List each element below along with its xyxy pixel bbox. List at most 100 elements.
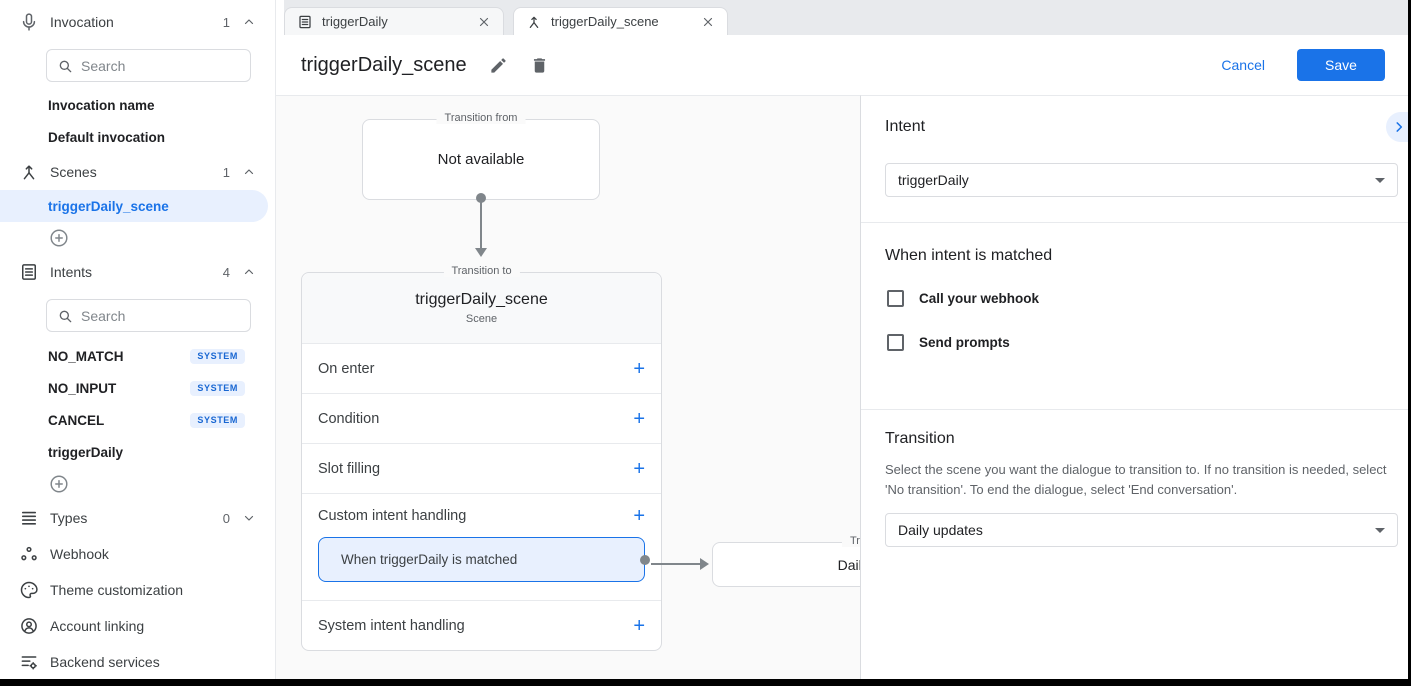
chevron-up-icon[interactable] [243,16,255,28]
sidebar-item-backend-services[interactable]: Backend services [0,648,275,676]
transition-to-legend: Transition to [443,265,520,277]
backend-services-icon [18,651,40,673]
window-edge-right [1408,0,1411,686]
collapse-panel-button[interactable] [1386,112,1411,142]
sidebar-item-no-match[interactable]: NO_MATCH SYSTEM [0,346,275,366]
intent-detail-panel: Intent triggerDaily When intent is match… [860,95,1408,679]
add-icon[interactable]: + [633,407,645,430]
add-intent-button[interactable] [48,473,70,495]
sidebar-item-default-invocation[interactable]: Default invocation [48,130,166,145]
chevron-down-icon[interactable] [243,512,255,524]
edit-icon[interactable] [489,56,508,75]
sidebar-item-invocation-name[interactable]: Invocation name [48,98,155,113]
sidebar-item-label: Account linking [50,618,145,634]
call-webhook-checkbox-row[interactable]: Call your webhook [887,290,1039,307]
sidebar-item-label: Backend services [50,654,160,670]
sidebar-item-label: Webhook [50,546,109,562]
sidebar-item-account-linking[interactable]: Account linking [0,612,275,640]
sidebar-item-theme-customization[interactable]: Theme customization [0,576,275,604]
chevron-right-icon [1395,122,1402,132]
window-edge-bottom [0,679,1411,686]
transition-help-text: Select the scene you want the dialogue t… [885,462,1387,498]
matched-intent-item[interactable]: When triggerDaily is matched [318,537,650,582]
types-icon [18,507,40,529]
system-badge: SYSTEM [190,348,245,364]
close-icon[interactable] [701,15,715,29]
tab-strip: triggerDaily triggerDaily_scene [284,0,1408,35]
sidebar-item-scenes[interactable]: Scenes 1 [0,158,275,186]
transition-select[interactable]: Daily updates [885,513,1398,547]
scene-icon [18,161,40,183]
sidebar-item-label: Theme customization [50,582,184,598]
delete-icon[interactable] [530,56,549,75]
scene-row-custom-intent-handling: Custom intent handling + When triggerDai… [302,493,661,600]
scene-card-header: triggerDaily_scene Scene [302,273,661,343]
add-icon[interactable]: + [633,504,645,527]
caret-down-icon [1375,527,1385,533]
search-input[interactable] [81,57,240,74]
intents-search [46,299,251,332]
sidebar-item-invocation[interactable]: Invocation 1 [0,8,275,36]
add-icon[interactable]: + [633,357,645,380]
page-header: triggerDaily_scene Cancel Save [276,35,1408,95]
transition-select-value: Daily updates [898,522,983,538]
panel-divider [861,222,1408,223]
sidebar-item-label: Invocation [50,14,114,30]
account-icon [18,615,40,637]
transition-heading: Transition [885,430,955,447]
sidebar-item-triggerdaily[interactable]: triggerDaily [48,444,124,460]
connector-dot [640,554,650,565]
tab-triggerdaily-scene[interactable]: triggerDaily_scene [513,7,728,35]
transition-from-box: Transition from Not available [362,112,600,200]
intent-select-value: triggerDaily [898,172,969,188]
save-button[interactable]: Save [1297,49,1385,81]
sidebar-item-label: Scenes [50,164,97,180]
scene-row-condition: Condition + [302,393,661,443]
chevron-up-icon[interactable] [243,166,255,178]
transition-from-legend: Transition from [436,112,526,124]
chevron-up-icon[interactable] [243,266,255,278]
checkbox-unchecked-icon[interactable] [887,334,904,351]
webhook-icon [18,543,40,565]
sidebar-item-intents[interactable]: Intents 4 [0,258,275,286]
search-icon [59,60,72,72]
add-icon[interactable]: + [633,457,645,480]
invocation-search [46,49,251,82]
scene-row-slot-filling: Slot filling + [302,443,661,493]
microphone-icon [18,11,40,33]
palette-icon [18,579,40,601]
sidebar-item-types[interactable]: Types 0 [0,504,275,532]
add-icon[interactable]: + [633,614,645,637]
sidebar-item-triggerdaily-scene[interactable]: triggerDaily_scene [0,190,268,222]
close-icon[interactable] [477,15,491,29]
sidebar-item-no-input[interactable]: NO_INPUT SYSTEM [0,378,275,398]
scene-row-on-enter: On enter + [302,343,661,393]
scene-card: Transition to triggerDaily_scene Scene O… [301,265,662,651]
search-input[interactable] [81,307,240,324]
cancel-button[interactable]: Cancel [1221,57,1265,73]
when-intent-matched-heading: When intent is matched [885,247,1053,264]
invocation-count: 1 [222,14,230,30]
scene-card-subtitle: Scene [465,313,498,325]
search-icon [59,310,72,322]
scene-row-system-intent-handling: System intent handling + [302,600,661,650]
sidebar-item-webhook[interactable]: Webhook [0,540,275,568]
intent-heading: Intent [885,118,926,135]
panel-divider [861,409,1408,410]
sidebar-item-cancel[interactable]: CANCEL SYSTEM [0,410,275,430]
page-title: triggerDaily_scene [301,53,467,76]
intent-icon [18,261,40,283]
connector-line-vertical [480,200,482,248]
scene-icon [526,14,542,30]
checkbox-unchecked-icon[interactable] [887,290,904,307]
intent-select[interactable]: triggerDaily [885,163,1398,197]
add-scene-button[interactable] [48,227,70,249]
connector-dot [476,193,486,203]
tab-triggerdaily[interactable]: triggerDaily [284,7,504,35]
arrow-right-head [700,558,709,570]
scene-card-title: triggerDaily_scene [415,291,548,308]
send-prompts-checkbox-row[interactable]: Send prompts [887,334,1010,351]
system-badge: SYSTEM [190,380,245,396]
sidebar-item-label: Types [50,510,88,526]
